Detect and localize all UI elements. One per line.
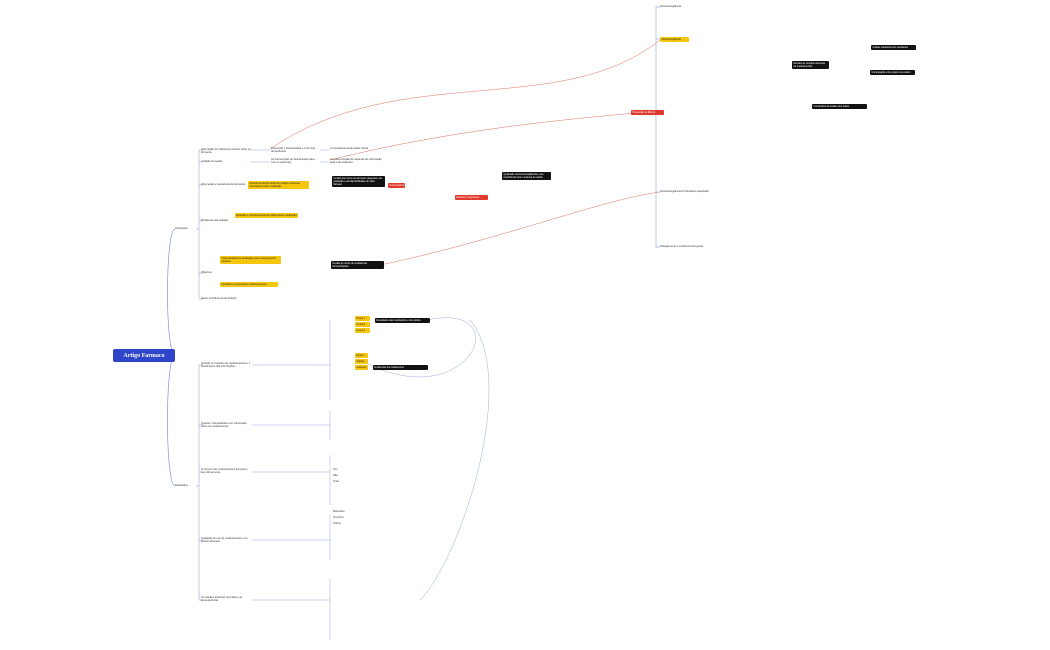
- small-label-8: Não: [333, 474, 338, 477]
- intro-detail-3: A importância da farmácia clínica: [330, 147, 369, 150]
- dark-note-8: Resultados das medicações e dos efeitos: [375, 318, 430, 323]
- dark-note-1: Gestão dos riscos de fármacos dependem d…: [332, 176, 385, 187]
- top-node-4[interactable]: Farmacovigilancia do Ministério Hospital…: [660, 190, 709, 193]
- intro-item-4[interactable]: Problemas das bebidas: [201, 219, 229, 222]
- intro-item-6[interactable]: Assim na Diferença do Adquiro: [201, 297, 237, 300]
- connector-root-results: [167, 354, 176, 487]
- yellow-note-4: Identificar as prescrições medicamentosa…: [220, 282, 278, 287]
- top-node-3[interactable]: Prevenção de Riscos: [631, 110, 664, 115]
- intro-detail-2: As intervenções do farmacêutico para com…: [271, 158, 315, 165]
- small-tag-4: Idosos: [355, 353, 368, 358]
- top-node-5[interactable]: Planejamento e medicamentos gerais: [660, 245, 704, 248]
- dark-note-9: Evidências dos tratamentos: [373, 365, 428, 370]
- result-item-4[interactable]: Avaliação do uso de medicamentos e os ef…: [201, 537, 248, 544]
- small-tag-6: Crianças: [355, 365, 368, 370]
- small-tag-3: Grupo 3: [355, 328, 370, 333]
- intro-item-3[interactable]: Informação e Assistência da Farmácia: [201, 183, 245, 186]
- small-label-11: Feminino: [333, 516, 344, 519]
- result-item-3[interactable]: O número dos medicamentos aumentou nos ú…: [201, 468, 248, 475]
- red-tag-2: Eficácia e Segurança: [455, 195, 488, 200]
- small-tag-5: Adultos: [355, 359, 368, 364]
- dark-note-4: Estudos de reações adversas de medicamen…: [792, 61, 829, 69]
- dark-note-3: Gestão de riscos de substâncias farmacol…: [331, 261, 384, 269]
- top-node-2[interactable]: Farmacovigilancia: [660, 37, 689, 42]
- yellow-note-2: Redução e reconhecimento de problemas de…: [235, 213, 298, 218]
- small-tag-2: Grupo 2: [355, 322, 370, 327]
- dark-note-6: Comparação entre grupos de estudo: [870, 70, 915, 75]
- dark-note-7: Conclusões da análise dos dados: [812, 104, 867, 109]
- intro-item-5[interactable]: Objetivos: [201, 271, 212, 274]
- intro-detail-4: A implementação de sistemas de informaçã…: [330, 158, 382, 165]
- intro-item-2[interactable]: Cuidado de saúde: [201, 160, 223, 163]
- result-item-2[interactable]: Quando o farmacêutico tem informação sob…: [201, 422, 247, 429]
- intro-item-1[interactable]: Informação por diferentes autores sobre …: [201, 148, 251, 155]
- connector-loop-2: [419, 319, 490, 601]
- dark-note-5: Análise estatística dos resultados: [871, 45, 916, 50]
- branch-results[interactable]: Resultados: [175, 484, 188, 487]
- connector-red-arc-2: [329, 112, 636, 161]
- yellow-note-1: Assistência da farmácia com relação a di…: [248, 181, 309, 189]
- intro-detail-1: Prescrição e Dispensação e a fórmula far…: [271, 147, 315, 154]
- root-node[interactable]: Artigo Farmaco: [113, 349, 175, 362]
- small-tag-1: Grupo 1: [355, 316, 370, 321]
- dark-note-2: Qualidade da farmacovigilância e sua imp…: [502, 172, 551, 180]
- small-label-7: Sim: [333, 468, 338, 471]
- branch-introduction[interactable]: Introdução: [175, 227, 188, 230]
- result-item-1[interactable]: Quando se trocaram de medicamentos e o r…: [201, 362, 251, 369]
- small-label-12: Outros: [333, 522, 341, 525]
- connector-red-arc-3: [379, 191, 661, 266]
- result-item-5[interactable]: As reações adversas ocorridas e as conse…: [201, 596, 243, 603]
- connector-root-intro: [167, 228, 176, 356]
- small-label-9: Total: [333, 480, 339, 483]
- small-label-10: Masculino: [333, 510, 345, 513]
- connector-red-arc-1: [269, 39, 661, 150]
- red-tag-1: Desenvolvimento: [388, 183, 408, 188]
- yellow-note-3: Implementação de estratégias para a segu…: [220, 256, 281, 264]
- top-node-1[interactable]: Farmacovigilância: [660, 5, 681, 8]
